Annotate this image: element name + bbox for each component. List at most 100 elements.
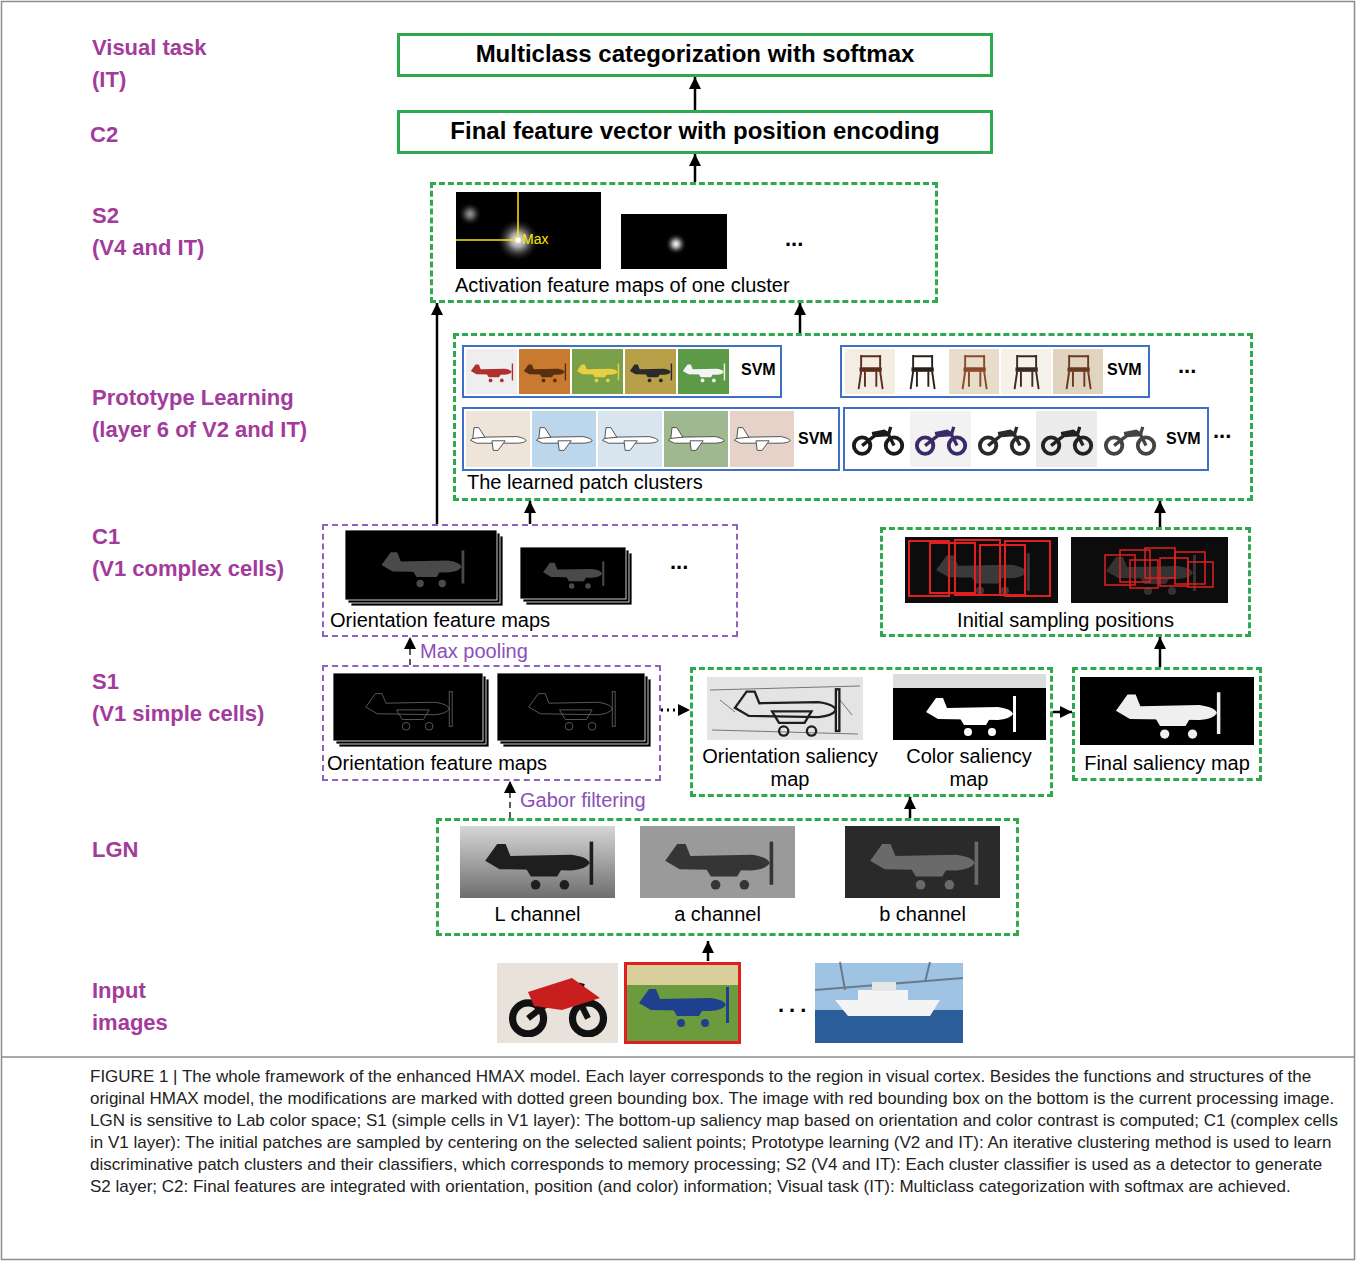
patch-thumbnails-part (734, 428, 790, 451)
lab-channel-images-part (870, 842, 978, 890)
patch-thumbnails-part (1099, 411, 1160, 467)
sampling-images-part (930, 543, 975, 593)
patch-thumbnails-part (949, 349, 999, 394)
input-images-part (497, 963, 618, 1043)
sampling-images-part (1071, 537, 1228, 603)
flow-arrow (1159, 637, 1162, 667)
classifier-label: SVM (1166, 430, 1201, 448)
s1-feature-maps-part (333, 673, 483, 741)
lab-channel-images-part (845, 826, 1000, 898)
s1-feature-maps-part (366, 692, 452, 730)
sampling-images-part (1175, 552, 1205, 584)
patch-thumbnails-part (730, 411, 794, 467)
s1-layer-box: Orientation feature maps (322, 665, 661, 781)
node-text: ... (1213, 418, 1231, 443)
layer-label: C1 (V1 complex cells) (92, 521, 317, 585)
saliency-maps (707, 674, 1254, 745)
patch-thumbnails-part (854, 427, 902, 454)
patch-thumbnails-part (1053, 349, 1103, 394)
operation-label: Max pooling (418, 640, 530, 663)
patch-thumbnails-part (630, 364, 672, 383)
wrap-spacer (162, 975, 192, 979)
sampling-images-part (909, 540, 1050, 596)
patch-thumbnails-part (668, 428, 724, 451)
input-images-part (626, 964, 740, 1043)
sampling-images-part (936, 553, 1030, 595)
patch-thumbnails-part (532, 411, 596, 467)
sampling-images-part (1005, 541, 1050, 596)
patch-thumbnails-part (625, 349, 676, 394)
node-text: Orientation saliency map (697, 745, 883, 791)
s2-activation-maps-part (621, 214, 727, 269)
saliency-maps-part (926, 696, 1016, 736)
patch-thumbnails-part (466, 349, 517, 394)
patch-thumbnails-part (1067, 355, 1091, 389)
flow-arrow (694, 154, 697, 182)
node-text: Activation feature maps of one cluster (455, 274, 790, 297)
flow-arrow (799, 303, 802, 333)
patch-thumbnails-part (897, 349, 947, 394)
input-images-part (625, 963, 740, 985)
saliency-box: Orientation saliency mapColor saliency m… (690, 667, 1053, 797)
patch-thumbnails-part (1036, 411, 1097, 467)
wrap-spacer (132, 200, 252, 204)
flow-arrow (509, 781, 510, 818)
c1-feature-maps-part (543, 561, 604, 588)
cluster-box: SVM (462, 345, 782, 398)
cluster-box: SVM (840, 345, 1150, 398)
s1-feature-maps-part (529, 692, 615, 730)
layer-label: S1 (V1 simple cells) (92, 666, 317, 730)
input-images-part (872, 982, 896, 991)
sampling-images-part (905, 537, 1058, 603)
node-text: ... (670, 549, 688, 574)
figure-frame-part (2, 1056, 1355, 1058)
wrap-spacer (132, 521, 317, 525)
flow-arrow (1159, 501, 1162, 527)
flow-arrow (529, 501, 532, 524)
node-text: b channel (845, 903, 1000, 926)
input-images-part (815, 963, 963, 1043)
final-saliency-box: Final saliency map (1072, 667, 1262, 781)
node-text: Max (522, 231, 548, 247)
node-text: Color saliency map (893, 745, 1045, 791)
patch-thumbnails-part (524, 364, 566, 383)
classifier-label: SVM (798, 430, 833, 448)
node-text: Orientation feature maps (327, 752, 547, 775)
cluster-box: SVM (462, 407, 840, 471)
s2-activation-maps-part (665, 233, 687, 255)
s1-feature-maps-part (497, 673, 645, 741)
c1-layer-box: ...Orientation feature maps (322, 524, 738, 637)
layer-label: Visual task (IT) (92, 32, 232, 96)
layer-label: S2 (V4 and IT) (92, 200, 252, 264)
patch-thumbnails-part (911, 355, 935, 389)
flow-arrow (661, 709, 690, 712)
patch-thumbnails-part (963, 355, 987, 389)
patch-thumbnails-part (980, 427, 1028, 454)
c1-feature-maps-part (345, 530, 497, 600)
patch-thumbnails-part (471, 364, 513, 383)
input-images-part (835, 1000, 940, 1016)
operation-label: Gabor filtering (518, 789, 648, 812)
saliency-maps-part (893, 674, 1046, 740)
s2-activation-maps (456, 192, 727, 269)
patch-thumbnails-part (572, 349, 623, 394)
sampling-images (905, 537, 1228, 603)
layer-label: LGN (92, 834, 138, 866)
node-text: ... (1178, 353, 1196, 378)
saliency-maps-part (735, 689, 839, 735)
node-text: Final feature vector with position encod… (404, 117, 986, 145)
patch-thumbnails-part (536, 428, 592, 451)
node-text: Multiclass categorization with softmax (404, 40, 986, 68)
patch-thumbnails-part (1015, 355, 1039, 389)
flow-arrow (1053, 711, 1072, 714)
c1-feature-maps-part (382, 550, 465, 587)
node-text: The learned patch clusters (467, 471, 703, 494)
s1-feature-maps (333, 673, 651, 747)
sampling-images-part (1105, 548, 1213, 588)
lab-channel-images-part (665, 842, 773, 890)
patch-thumbnails-part (847, 411, 908, 467)
node-text: Initial sampling positions (887, 609, 1244, 632)
